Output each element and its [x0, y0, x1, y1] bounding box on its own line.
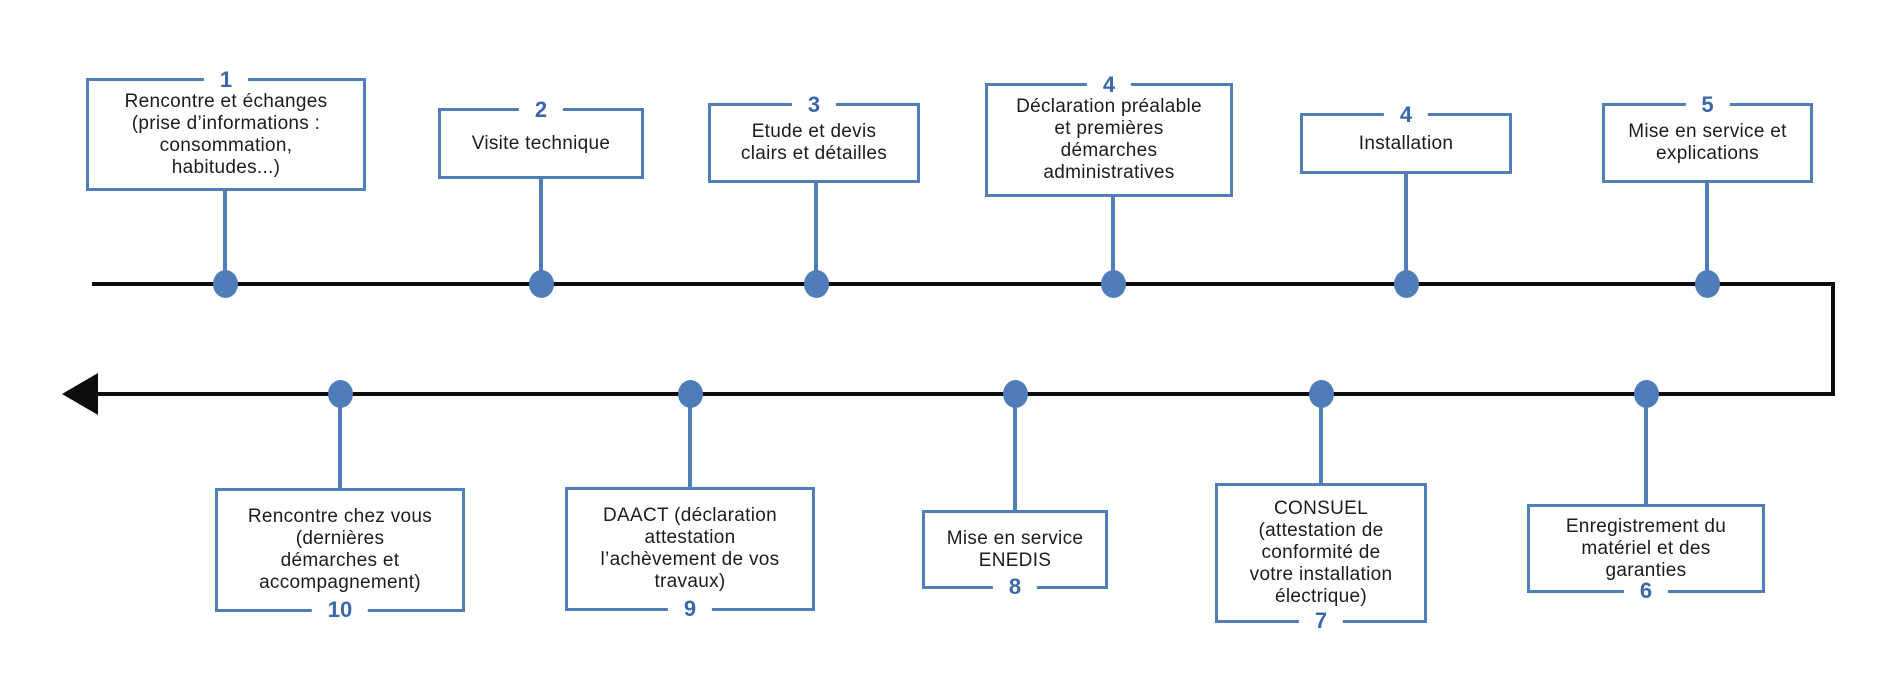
step-installation-label: Installation	[1358, 132, 1454, 154]
step-9-dot	[678, 380, 703, 408]
step-10-dot	[328, 380, 353, 408]
step-9-box: 9 DAACT (déclaration attestation l’achèv…	[565, 487, 815, 621]
step-4-dot	[1101, 270, 1126, 298]
step-8-label: Mise en service ENEDIS	[946, 527, 1084, 571]
step-3-dot	[804, 270, 829, 298]
step-5-label: Mise en service et explications	[1628, 121, 1787, 164]
step-1-connector	[223, 191, 227, 284]
step-5-box: 5 Mise en service et explications	[1602, 93, 1813, 183]
step-10-box: 10 Rencontre chez vous (dernières démarc…	[215, 488, 465, 622]
step-4-box: 4 Déclaration préalable et premières dém…	[985, 73, 1233, 197]
timeline-bottom-line	[95, 392, 1835, 396]
step-1-dot	[213, 270, 238, 298]
step-installation-connector	[1404, 174, 1408, 284]
step-1-label: Rencontre et échanges (prise d’informati…	[124, 90, 328, 178]
step-3-connector	[814, 183, 818, 284]
timeline-right-wrap-line	[1831, 282, 1835, 396]
step-7-label: CONSUEL (attestation de conformité de vo…	[1249, 498, 1393, 607]
step-5-dot	[1695, 270, 1720, 298]
step-installation-dot	[1394, 270, 1419, 298]
step-8-box: 8 Mise en service ENEDIS	[922, 510, 1108, 599]
step-6-number: 6	[1623, 579, 1669, 603]
step-1-box: 1 Rencontre et échanges (prise d’informa…	[86, 68, 366, 191]
step-3-box: 3 Etude et devis clairs et détailles	[708, 93, 920, 183]
step-10-connector	[338, 394, 342, 488]
step-7-box: 7 CONSUEL (attestation de conformité de …	[1215, 483, 1427, 633]
step-6-connector	[1644, 394, 1648, 504]
step-7-number: 7	[1298, 609, 1344, 633]
step-9-connector	[688, 394, 692, 487]
step-installation-box: 4 Installation	[1300, 103, 1512, 174]
step-3-number: 3	[791, 93, 837, 117]
step-installation-number: 4	[1383, 103, 1429, 127]
step-2-box: 2 Visite technique	[438, 98, 644, 179]
step-2-dot	[529, 270, 554, 298]
step-9-number: 9	[667, 597, 713, 621]
step-6-dot	[1634, 380, 1659, 408]
timeline-top-line	[92, 282, 1835, 286]
step-2-label: Visite technique	[471, 132, 611, 154]
step-7-connector	[1319, 394, 1323, 483]
step-2-connector	[539, 179, 543, 284]
step-5-connector	[1705, 183, 1709, 284]
step-4-label: Déclaration préalable et premières démar…	[1016, 96, 1202, 183]
step-7-dot	[1309, 380, 1334, 408]
step-1-number: 1	[203, 68, 249, 92]
step-6-box: 6 Enregistrement du matériel et des gara…	[1527, 504, 1765, 603]
step-8-dot	[1003, 380, 1028, 408]
step-8-connector	[1013, 394, 1017, 510]
step-10-number: 10	[311, 598, 369, 622]
step-6-label: Enregistrement du matériel et des garant…	[1565, 515, 1727, 581]
step-4-number: 4	[1086, 73, 1132, 97]
step-8-number: 8	[992, 575, 1038, 599]
step-9-label: DAACT (déclaration attestation l’achèvem…	[600, 505, 780, 592]
step-2-number: 2	[518, 98, 564, 122]
arrowhead-left-icon	[62, 373, 98, 415]
step-3-label: Etude et devis clairs et détailles	[740, 121, 888, 164]
step-10-label: Rencontre chez vous (dernières démarches…	[247, 506, 433, 593]
step-5-number: 5	[1685, 93, 1730, 117]
step-4-connector	[1111, 197, 1115, 284]
